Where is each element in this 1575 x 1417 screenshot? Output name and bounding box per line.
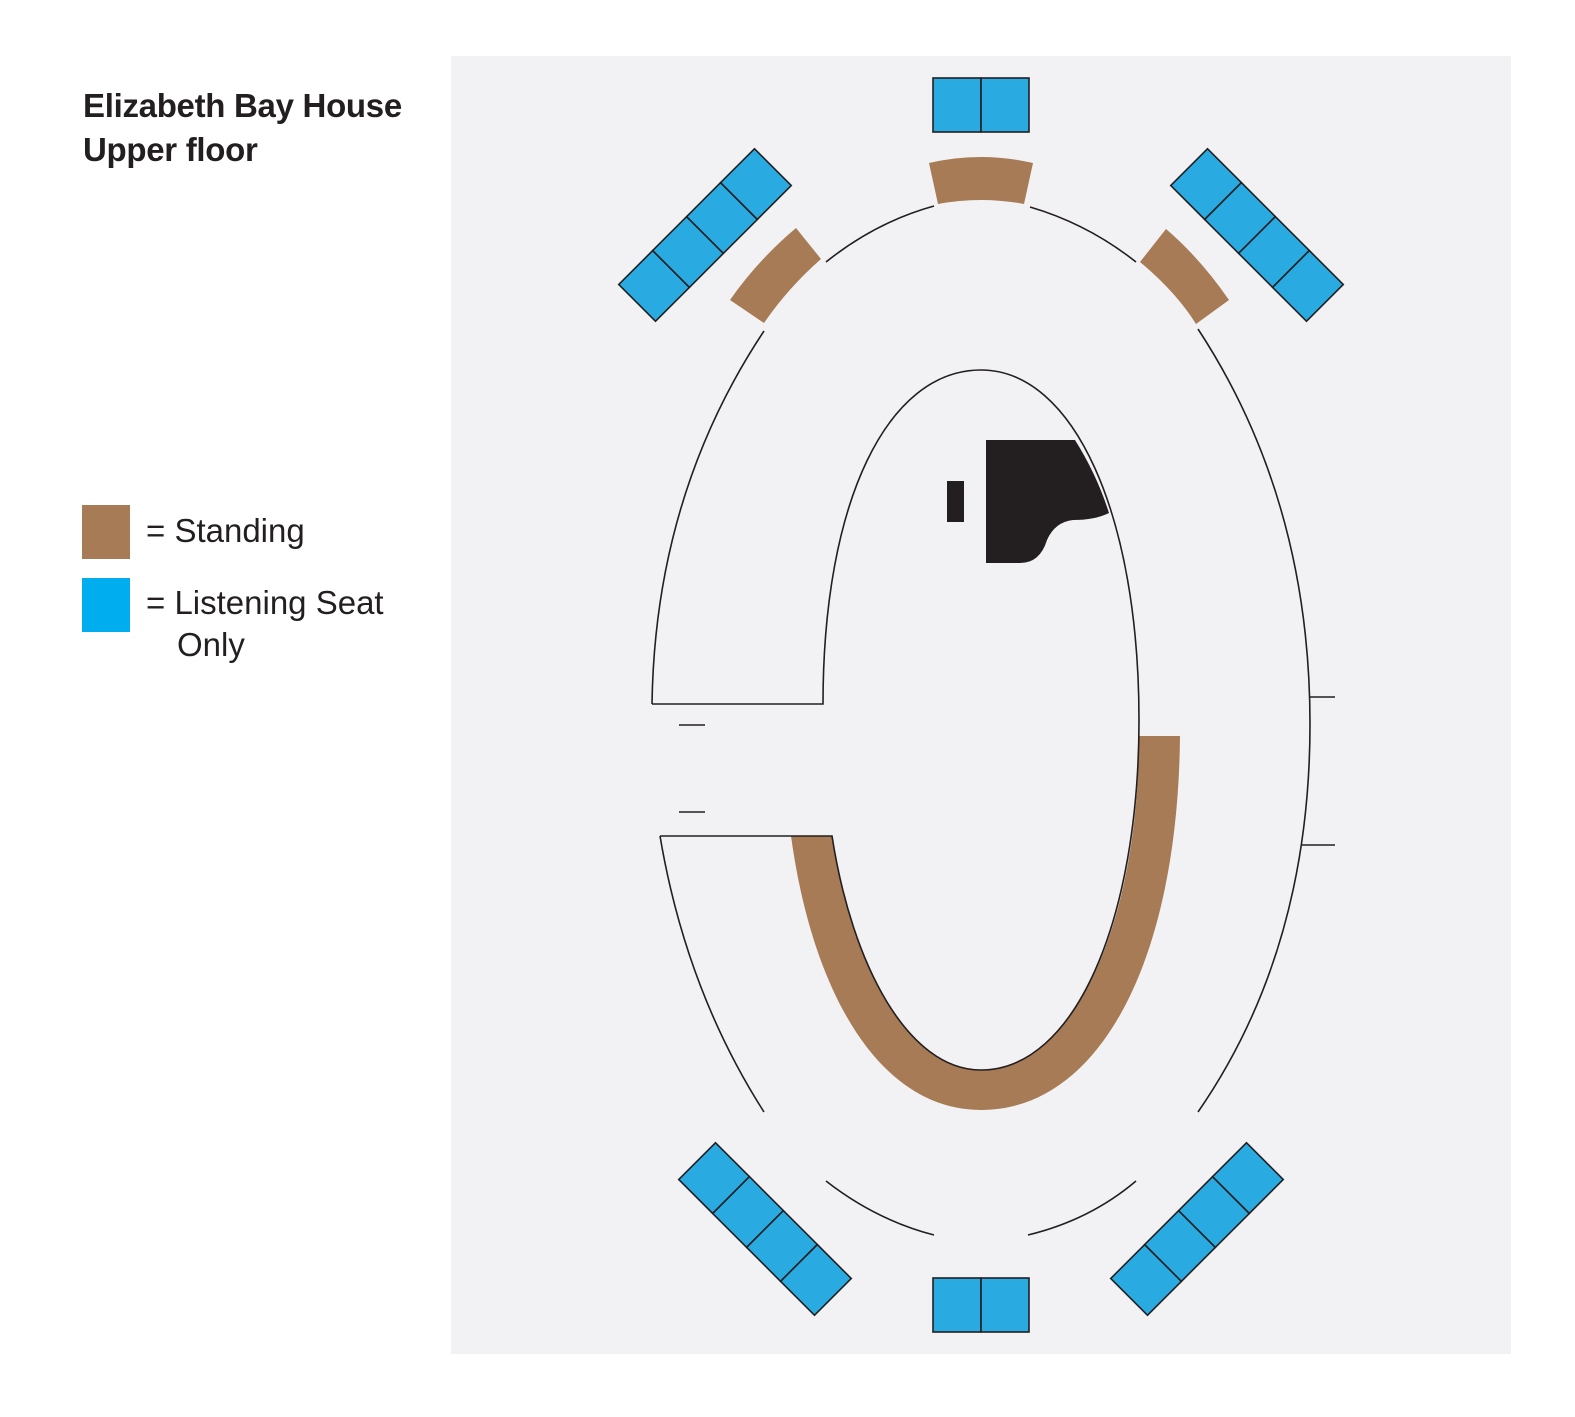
seat xyxy=(980,1277,1030,1333)
seat xyxy=(1211,1141,1285,1215)
piano-bench-icon xyxy=(947,481,964,522)
standing-areas xyxy=(730,157,1229,1110)
diagram-title: Elizabeth Bay House Upper floor xyxy=(83,84,402,172)
legend-standing-swatch xyxy=(82,505,130,559)
legend-standing-label: = Standing xyxy=(146,512,305,549)
seat-block-top-left xyxy=(617,147,793,323)
standing-top-left xyxy=(730,228,821,323)
seat-block-top-right xyxy=(1169,147,1345,323)
legend-seat-swatch xyxy=(82,578,130,632)
seat-block-top-center xyxy=(932,77,1030,133)
seat xyxy=(719,147,793,221)
standing-top-center xyxy=(929,157,1033,204)
seat xyxy=(1271,249,1345,323)
standing-bottom-arc xyxy=(791,736,1180,1110)
standing-top-right xyxy=(1140,229,1229,324)
wall-top-left xyxy=(825,205,935,263)
wall-left-lower xyxy=(659,835,765,1113)
title-floor: Upper floor xyxy=(83,131,258,168)
piano-icon xyxy=(986,440,1109,563)
seat xyxy=(932,77,982,133)
seat xyxy=(779,1243,853,1317)
outer-walls xyxy=(651,205,1335,1236)
floor-area xyxy=(451,56,1511,1354)
wall-top-right xyxy=(1029,206,1137,263)
inner-well-outline xyxy=(652,369,1140,1071)
seat xyxy=(932,1277,982,1333)
seat-block-bottom-left xyxy=(677,1141,853,1317)
seat-block-bottom-center xyxy=(932,1277,1030,1333)
title-venue: Elizabeth Bay House xyxy=(83,87,402,124)
legend-seat-label: = Listening Seat xyxy=(146,584,384,621)
wall-left-upper xyxy=(651,330,765,705)
wall-right xyxy=(1197,328,1311,1113)
listening-seats xyxy=(617,77,1345,1333)
inner-well xyxy=(652,369,1140,1071)
seat xyxy=(980,77,1030,133)
legend-seat-label-cont: Only xyxy=(177,626,245,663)
wall-bottom-right xyxy=(1027,1180,1137,1236)
wall-bottom-left xyxy=(825,1180,935,1236)
seat-block-bottom-right xyxy=(1109,1141,1285,1317)
